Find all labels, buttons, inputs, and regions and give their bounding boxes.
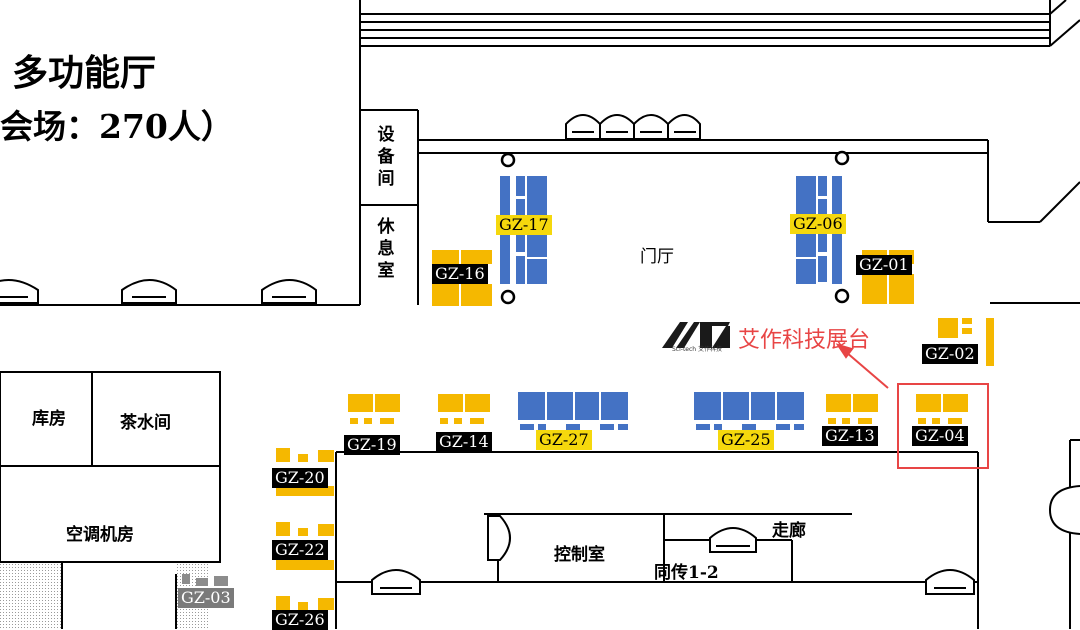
booth-gz26[interactable]: GZ-26 <box>272 610 328 630</box>
booth-gz04[interactable]: GZ-04 <box>912 426 968 446</box>
booth-gz02[interactable]: GZ-02 <box>922 344 978 364</box>
booth-gz22[interactable]: GZ-22 <box>272 540 328 560</box>
room-storage: 库房 <box>32 409 66 429</box>
brand-logo <box>662 322 730 348</box>
room-tea: 茶水间 <box>120 413 171 433</box>
column-markers <box>500 150 850 305</box>
logo-subtext: Sci-tech 艾作科技 <box>672 346 722 353</box>
highlight-box <box>897 383 989 469</box>
booth-gz16[interactable]: GZ-16 <box>432 264 488 284</box>
dotted-area <box>0 563 61 629</box>
hall-capacity: 会场：270人） <box>0 107 234 146</box>
booth-gz17[interactable]: GZ-17 <box>496 215 552 235</box>
room-ac: 空调机房 <box>66 525 134 545</box>
booth-gz19[interactable]: GZ-19 <box>344 435 400 455</box>
door-symbols <box>0 114 1080 629</box>
yellow-booths <box>276 250 994 610</box>
gray-booth <box>182 574 228 586</box>
booth-gz03[interactable]: GZ-03 <box>178 588 234 608</box>
room-control: 控制室 <box>554 545 605 565</box>
room-lounge: 休息室 <box>377 217 395 281</box>
booth-gz13[interactable]: GZ-13 <box>822 426 878 446</box>
booth-gz06[interactable]: GZ-06 <box>790 214 846 234</box>
exhibitor-label: 艾作科技展台 <box>738 328 871 353</box>
room-interp: 同传1-2 <box>654 563 719 583</box>
booth-gz27[interactable]: GZ-27 <box>536 430 592 450</box>
booth-gz20[interactable]: GZ-20 <box>272 468 328 488</box>
booth-gz25[interactable]: GZ-25 <box>718 430 774 450</box>
room-equipment: 设备间 <box>377 125 395 189</box>
booth-gz14[interactable]: GZ-14 <box>436 432 492 452</box>
stair-hatch <box>360 0 1080 47</box>
room-lobby: 门厅 <box>640 247 674 267</box>
booth-gz01[interactable]: GZ-01 <box>856 255 912 275</box>
room-corridor: 走廊 <box>772 521 806 541</box>
pointer-arrow <box>835 343 889 389</box>
hall-title: 多功能厅 <box>12 52 157 94</box>
service-rooms <box>0 371 221 629</box>
